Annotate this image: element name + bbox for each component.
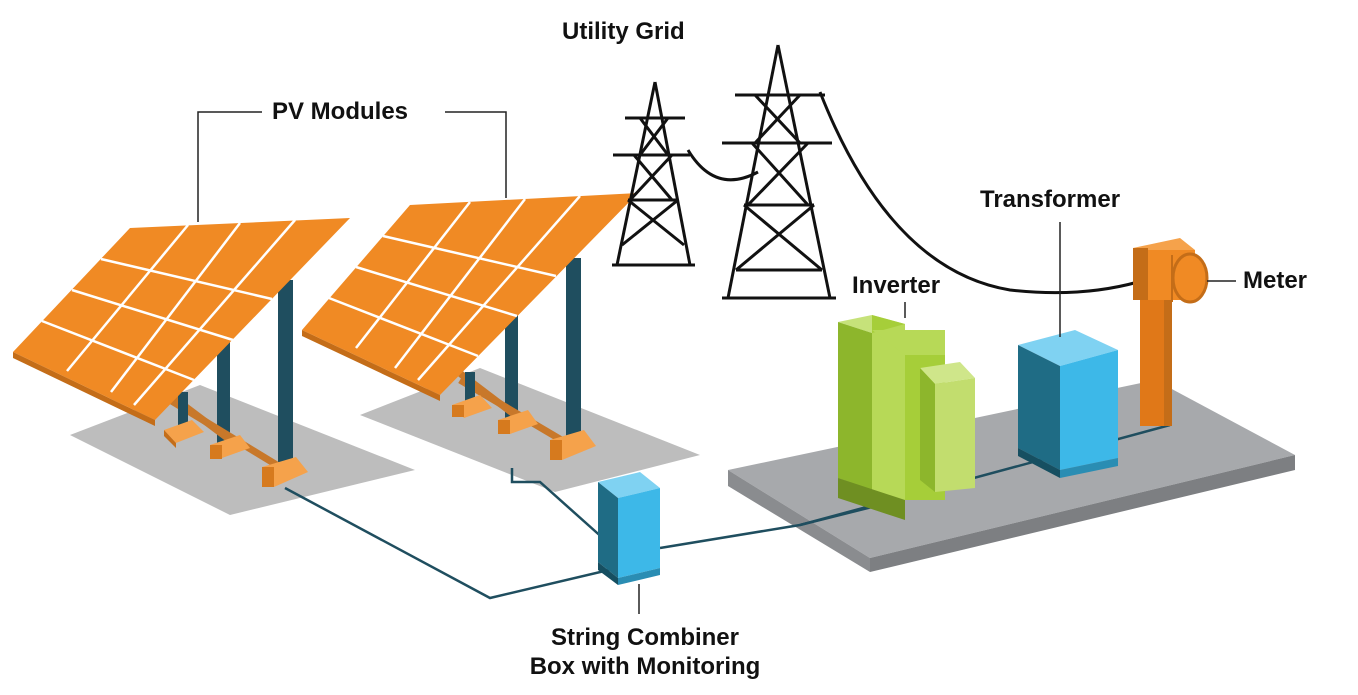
combiner-label: String Combiner Box with Monitoring — [520, 624, 770, 682]
combiner-label-line2: Box with Monitoring — [529, 652, 761, 680]
ground-shadow-right — [360, 368, 700, 492]
combiner-label-line1: String Combiner — [550, 624, 739, 651]
equipment-platform — [728, 380, 1295, 572]
meter-icon — [1133, 238, 1209, 426]
pv-modules-leader — [197, 111, 507, 222]
transformer-label: Transformer — [980, 186, 1121, 213]
combiner-box-icon — [598, 472, 660, 585]
pv-modules-label: PV Modules — [272, 98, 409, 125]
utility-grid-label: Utility Grid — [562, 18, 685, 45]
pv-array-left — [13, 218, 350, 487]
solar-panel-icon — [13, 218, 350, 420]
inverter-label: Inverter — [852, 272, 941, 299]
transformer-icon — [1018, 330, 1118, 478]
meter-label: Meter — [1243, 267, 1308, 294]
solar-panel-icon — [302, 193, 638, 395]
inverter-icon — [838, 315, 975, 520]
transmission-tower-icon — [612, 44, 1139, 300]
pv-array-right — [302, 193, 638, 460]
